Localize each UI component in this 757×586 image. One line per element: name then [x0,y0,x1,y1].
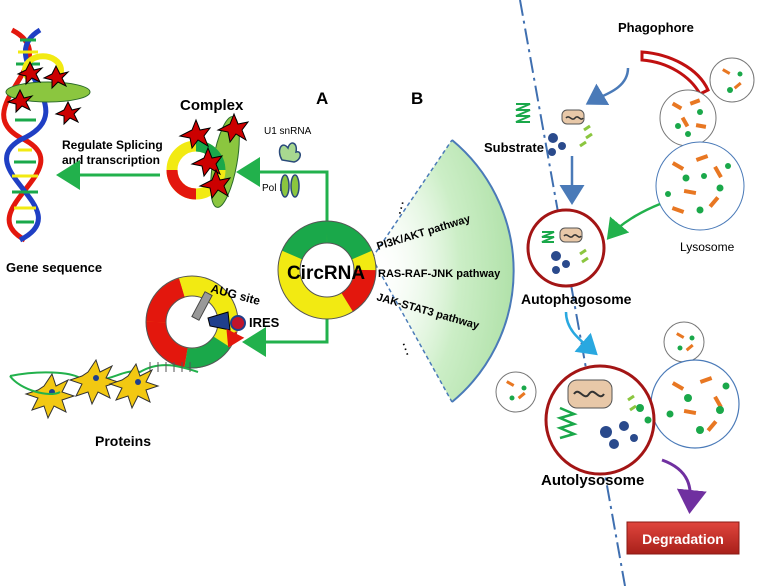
degradation-box [626,521,740,555]
divider-line [519,0,626,586]
regulate-label-line2: and transcription [62,153,160,167]
pathway-ras-label: RAS-RAF-JNK pathway [378,268,501,280]
phagophore-label: Phagophore [618,20,694,35]
lysosome-small-icon [659,57,755,147]
ribosome-icon [191,291,246,348]
complex-label: Complex [180,97,244,114]
ires-label: IRES [249,315,280,330]
regulate-label-line1: Regulate Splicing [62,138,163,152]
autophagosome-label: Autophagosome [521,291,632,307]
proteins-label: Proteins [95,433,151,449]
lysosome-label: Lysosome [680,240,735,254]
u1-snrna-label: U1 snRNA [264,126,312,137]
pol-ii-icon [280,174,300,198]
dna-helix-icon [1,27,91,243]
protein-chain-icon [9,358,199,420]
lysosome-side-icon [495,321,705,413]
complex-icon [166,112,250,208]
lysosome-arrow [606,202,661,240]
gene-sequence-label: Gene sequence [6,260,102,275]
substrate-label: Substrate [484,140,544,155]
pol-ii-label: Pol II [262,183,285,194]
pathway-fan [371,139,515,403]
autolysosome-label: Autolysosome [541,472,644,489]
pathway-dots-top: … [387,197,408,217]
panel-b-label: B [411,89,423,108]
translation-connector-arrow [242,312,329,357]
phagophore-arrow [585,67,630,106]
pathway-dots-bottom: … [398,338,419,359]
u1-snrna-icon [278,142,301,163]
lysosome-large-icon [655,141,745,231]
circrna-label: CircRNA [287,263,365,284]
panel-a-label: A [316,89,328,108]
phagophore-icon [640,50,710,96]
circrna-ring-icon [277,220,377,320]
complex-connector-arrow [236,157,329,222]
autolysosome-icon [544,359,740,476]
autophagosome-icon [526,208,606,288]
substrate-icon [515,103,593,156]
degradation-arrow [661,458,707,514]
degradation-label: Degradation [642,531,724,547]
autophagosome-arrow [564,311,598,356]
